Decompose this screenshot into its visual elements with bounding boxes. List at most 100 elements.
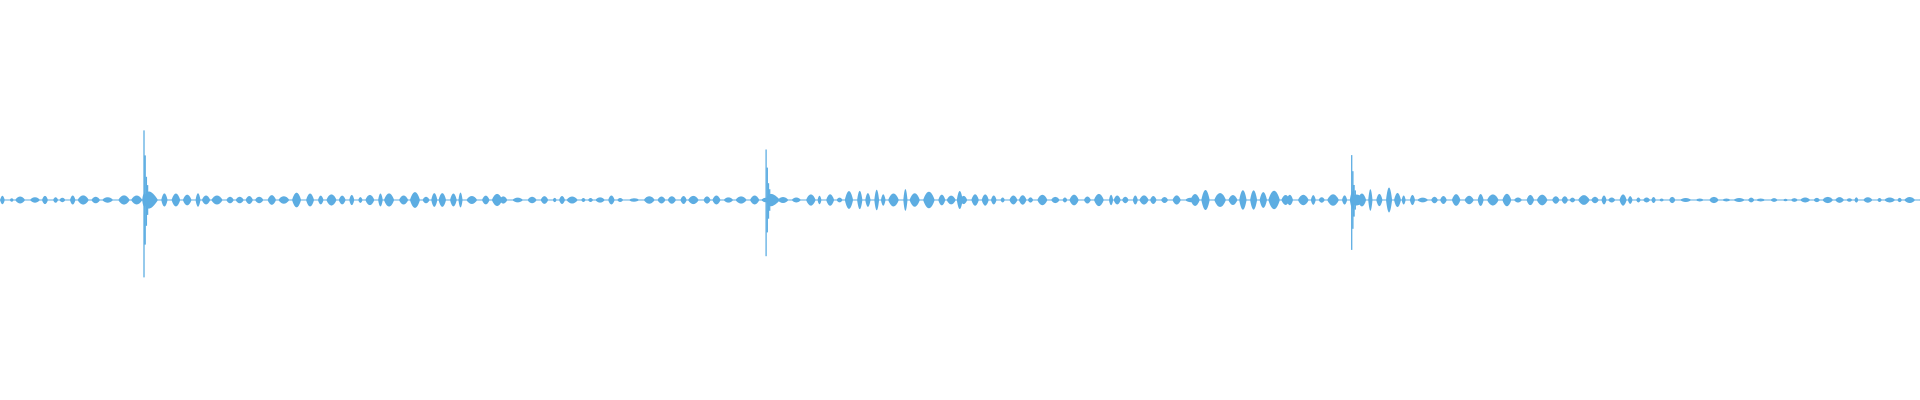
waveform-blob: [458, 192, 463, 208]
waveform-blob: [806, 194, 816, 206]
waveform-blob: [267, 195, 277, 205]
waveform-blob: [409, 192, 420, 208]
waveform-blob: [349, 194, 355, 206]
waveform-blob: [1172, 195, 1181, 205]
waveform-blob: [1297, 194, 1309, 206]
waveform-blob: [1627, 196, 1633, 204]
waveform-blob: [1790, 198, 1799, 202]
waveform-blob: [254, 196, 264, 204]
waveform-blob: [566, 196, 578, 204]
waveform-blob: [990, 195, 997, 205]
waveform-blob: [481, 195, 490, 205]
waveform-blob: [1897, 197, 1902, 203]
waveform-blob: [946, 195, 956, 205]
waveform-blob: [171, 193, 181, 207]
waveform-blob: [1341, 195, 1348, 205]
waveform-blob: [657, 196, 666, 204]
waveform-blob: [1619, 194, 1627, 206]
waveform-blob: [1813, 197, 1821, 203]
waveform-blob: [358, 197, 363, 203]
waveform-blob: [1552, 196, 1560, 204]
waveform-blob: [1239, 190, 1247, 210]
waveform-blob: [680, 196, 687, 204]
waveform-blob: [874, 189, 880, 211]
waveform-blob: [1250, 190, 1258, 210]
waveform-blob: [960, 195, 968, 205]
waveform-blob: [499, 196, 508, 204]
waveform-blob: [1318, 197, 1325, 203]
waveform-blob: [131, 195, 143, 205]
transient-spike: [765, 149, 781, 257]
waveform-blob: [1150, 196, 1157, 204]
waveform-blob: [791, 197, 802, 203]
waveform-blob: [317, 195, 324, 205]
waveform-blob: [1027, 197, 1034, 203]
waveform-blob: [1561, 196, 1569, 204]
waveform-blob: [749, 195, 760, 205]
waveform-blob: [1536, 194, 1548, 206]
waveform-blob: [91, 196, 101, 204]
waveform-blob: [712, 195, 721, 205]
waveform-blob: [1487, 194, 1499, 206]
waveform-blob: [1108, 194, 1114, 206]
waveform-blob: [1782, 198, 1789, 202]
waveform-blob: [1822, 196, 1834, 204]
waveform-blob: [1113, 195, 1121, 205]
waveform-blob: [1083, 196, 1091, 204]
waveform-blob: [278, 196, 290, 204]
waveform-blob: [1376, 193, 1383, 207]
waveform-blob: [587, 198, 594, 202]
waveform-blob: [211, 195, 223, 205]
waveform-blob: [201, 195, 211, 205]
waveform-blob: [431, 193, 438, 207]
waveform-blob: [559, 196, 566, 204]
waveform-blob: [1835, 197, 1845, 203]
waveform-blob: [1327, 194, 1339, 206]
waveform-blob: [398, 195, 409, 205]
waveform-blob: [1669, 196, 1676, 204]
waveform-blob: [118, 195, 130, 205]
waveform-blob: [581, 197, 586, 203]
waveform-blob: [1578, 195, 1590, 205]
waveform-blob: [1709, 196, 1719, 204]
waveform-blob: [527, 196, 537, 204]
waveform-blob: [29, 197, 41, 203]
waveform-blob: [735, 196, 747, 204]
waveform-blob: [1431, 196, 1438, 204]
waveform-blob: [1863, 197, 1873, 203]
waveform-blob: [956, 191, 963, 209]
waveform-blob: [1636, 197, 1641, 203]
waveform-blob: [1122, 196, 1129, 204]
waveform-blob: [1000, 197, 1005, 203]
waveform-blob: [383, 193, 395, 207]
waveform-blob: [59, 197, 66, 203]
waveform-blob: [450, 193, 457, 207]
waveform-blob: [1037, 194, 1048, 206]
waveform-blob: [378, 193, 383, 207]
waveform-blob: [1259, 192, 1267, 208]
waveform-blob: [628, 198, 640, 202]
waveform-blob: [903, 189, 908, 211]
waveform-blob: [161, 193, 168, 207]
waveform-blob: [9, 198, 14, 202]
waveform-blob: [41, 195, 48, 205]
waveform-blob: [617, 198, 624, 202]
waveform-blob: [1884, 197, 1896, 203]
waveform-blob: [1695, 198, 1705, 202]
waveform-blob: [0, 195, 5, 205]
waveform-blob: [844, 191, 854, 209]
waveform-blob: [909, 193, 920, 207]
waveform-blob: [292, 192, 302, 208]
waveform-blob: [77, 195, 89, 205]
waveform-blob: [1394, 192, 1401, 208]
waveform-blob: [1659, 198, 1665, 202]
waveform-blob: [1268, 190, 1280, 210]
waveform-blob: [595, 197, 605, 203]
waveform-blob: [226, 196, 234, 204]
waveform-blob: [1386, 187, 1393, 213]
waveform-blob: [1310, 195, 1316, 205]
waveform-blob: [923, 191, 935, 209]
waveform-blob: [1069, 194, 1079, 206]
waveform-blob: [512, 197, 524, 203]
